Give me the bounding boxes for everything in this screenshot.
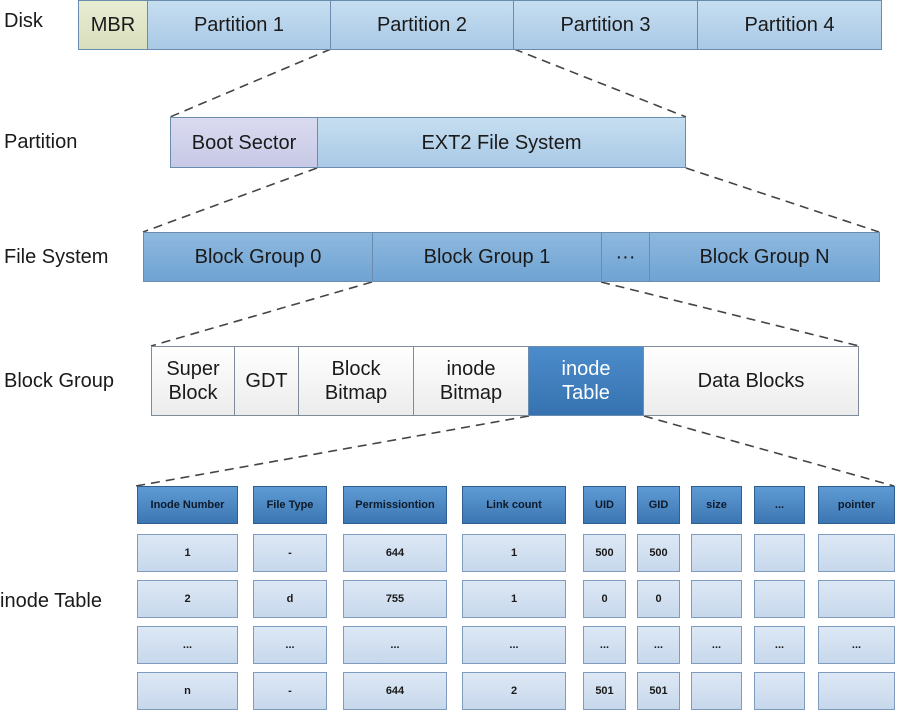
table-cell: - (253, 534, 327, 572)
label-inode-table: inode Table (0, 590, 102, 612)
disk-bar: MBR Partition 1 Partition 2 Partition 3 … (78, 0, 882, 50)
bg-inode-table: inode Table (528, 346, 644, 416)
table-cell: ... (754, 626, 805, 664)
table-cell: 0 (637, 580, 680, 618)
table-header-cell: Permissiontion (343, 486, 447, 524)
disk-partition-1: Partition 1 (147, 0, 331, 50)
disk-partition-4: Partition 4 (697, 0, 882, 50)
table-cell: 1 (137, 534, 238, 572)
connector-line (169, 48, 332, 118)
fs-block-group-1: Block Group 1 (372, 232, 602, 282)
bg-inode-bitmap: inode Bitmap (413, 346, 529, 416)
table-cell: 2 (462, 672, 566, 710)
table-cell: 501 (637, 672, 680, 710)
table-cell: 1 (462, 534, 566, 572)
table-cell: 1 (462, 580, 566, 618)
table-cell: ... (462, 626, 566, 664)
table-header-cell: size (691, 486, 742, 524)
label-disk: Disk (4, 10, 43, 32)
table-cell: 501 (583, 672, 626, 710)
table-cell (818, 672, 895, 710)
connector-line (685, 167, 880, 233)
connector-line (135, 415, 530, 487)
table-cell: ... (637, 626, 680, 664)
table-cell: 2 (137, 580, 238, 618)
table-cell (818, 580, 895, 618)
table-header-cell: File Type (253, 486, 327, 524)
table-cell: - (253, 672, 327, 710)
disk-partition-2: Partition 2 (330, 0, 514, 50)
table-header-cell: pointer (818, 486, 895, 524)
table-header-cell: ... (754, 486, 805, 524)
table-cell: 755 (343, 580, 447, 618)
block-group-bar: Super Block GDT Block Bitmap inode Bitma… (151, 346, 859, 416)
partition-ext2: EXT2 File System (317, 117, 686, 168)
disk-partition-3: Partition 3 (513, 0, 698, 50)
table-cell: 644 (343, 672, 447, 710)
partition-boot-sector: Boot Sector (170, 117, 318, 168)
table-cell: 500 (583, 534, 626, 572)
table-header-cell: Inode Number (137, 486, 238, 524)
fs-block-group-n: Block Group N (649, 232, 880, 282)
table-cell (691, 580, 742, 618)
table-cell: ... (343, 626, 447, 664)
disk-mbr: MBR (78, 0, 148, 50)
table-cell: ... (818, 626, 895, 664)
connector-line (150, 281, 373, 347)
label-block-group: Block Group (4, 370, 115, 392)
connector-line (142, 167, 318, 233)
bg-block-bitmap: Block Bitmap (298, 346, 414, 416)
table-cell (754, 580, 805, 618)
table-cell: ... (583, 626, 626, 664)
fs-ellipsis: ··· (601, 232, 650, 282)
table-cell: n (137, 672, 238, 710)
table-cell: ... (137, 626, 238, 664)
bg-super-block: Super Block (151, 346, 235, 416)
partition-bar: Boot Sector EXT2 File System (170, 117, 686, 168)
table-cell: 644 (343, 534, 447, 572)
table-cell: 0 (583, 580, 626, 618)
table-cell: ... (253, 626, 327, 664)
table-cell (818, 534, 895, 572)
table-cell (754, 534, 805, 572)
table-header-cell: GID (637, 486, 680, 524)
fs-block-group-0: Block Group 0 (143, 232, 373, 282)
table-header-cell: Link count (462, 486, 566, 524)
table-cell: d (253, 580, 327, 618)
table-cell (691, 534, 742, 572)
bg-data-blocks: Data Blocks (643, 346, 859, 416)
file-system-bar: Block Group 0 Block Group 1 ··· Block Gr… (143, 232, 880, 282)
table-header-cell: UID (583, 486, 626, 524)
connector-line (513, 48, 687, 118)
label-partition: Partition (4, 131, 78, 153)
label-file-system: File System (4, 246, 109, 268)
table-cell (691, 672, 742, 710)
table-cell (754, 672, 805, 710)
bg-gdt: GDT (234, 346, 299, 416)
table-cell: ... (691, 626, 742, 664)
connector-line (600, 281, 860, 347)
connector-line (643, 415, 895, 487)
table-cell: 500 (637, 534, 680, 572)
